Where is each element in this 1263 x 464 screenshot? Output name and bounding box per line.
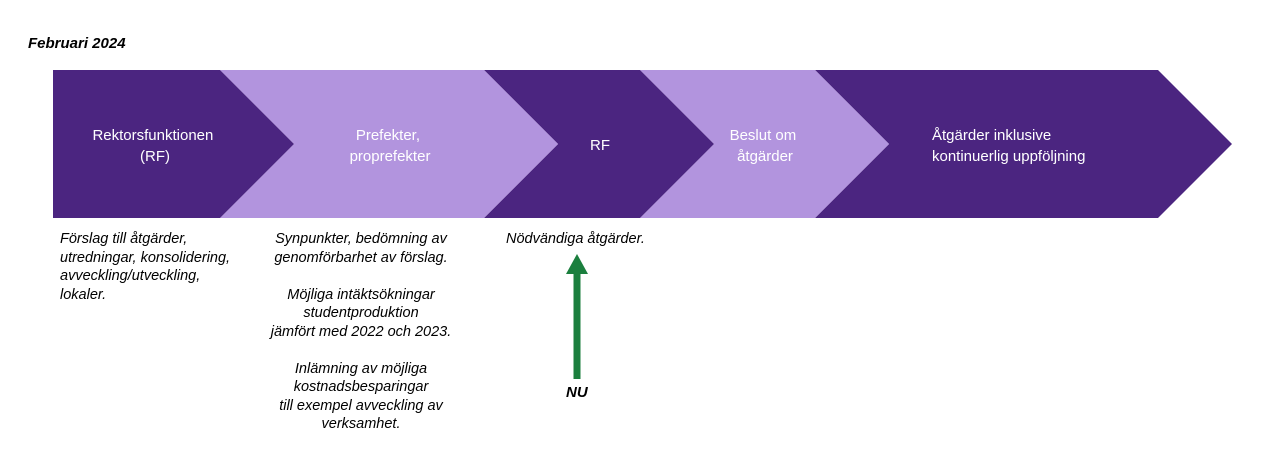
step-3-shape (484, 70, 714, 218)
now-label: NU (566, 384, 588, 401)
step-2-shape (220, 70, 558, 218)
step-3-label: RF (590, 137, 610, 154)
step-5-shape (815, 70, 1232, 218)
step-1-shape (53, 70, 294, 218)
step-1-note: Förslag till åtgärder, utredningar, kons… (60, 231, 231, 303)
step-4-label: Beslut om åtgärder (730, 127, 801, 165)
step-2-note: Synpunkter, bedömning av genomförbarhet … (270, 231, 452, 432)
step-4-shape (640, 70, 889, 218)
date-label: Februari 2024 (28, 35, 126, 52)
step-1-label: Rektorsfunktionen (RF) (92, 127, 217, 165)
step-2-label: Prefekter, proprefekter (350, 127, 431, 165)
step-5-label: Åtgärder inklusive kontinuerlig uppföljn… (932, 127, 1085, 165)
step-3-note: Nödvändiga åtgärder. (506, 231, 645, 247)
